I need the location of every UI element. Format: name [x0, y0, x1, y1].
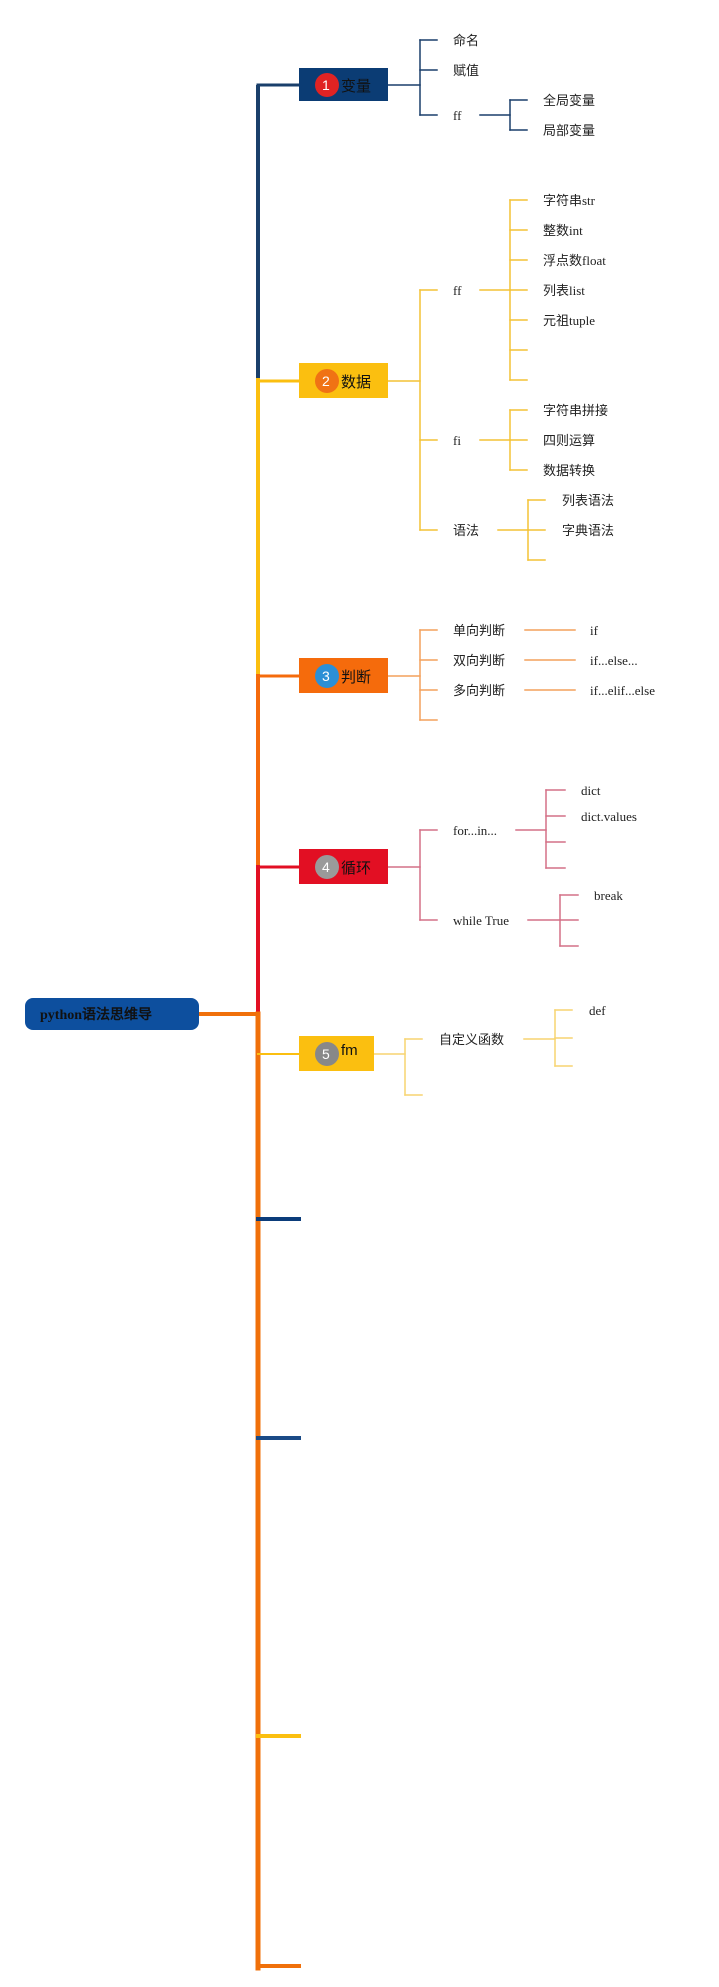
connector-lines	[197, 39, 579, 1971]
branch-box-4[interactable]	[299, 849, 388, 884]
node-if-elif-else[interactable]: if...elif...else	[590, 683, 655, 698]
node-dict[interactable]: dict	[581, 783, 601, 798]
root-node-box[interactable]	[25, 998, 199, 1030]
node-for-in[interactable]: for...in...	[453, 823, 497, 838]
branch-node-2[interactable]: 2 数据	[299, 363, 388, 398]
node-single-if[interactable]: 单向判断	[453, 623, 505, 638]
number-badge-5	[315, 1042, 339, 1066]
number-badge-label-5: 5	[322, 1046, 330, 1062]
node-if[interactable]: if	[590, 623, 599, 638]
number-badge-3	[315, 664, 339, 688]
branch-box-1[interactable]	[299, 68, 388, 101]
node-b1-ff[interactable]: ff	[453, 108, 462, 123]
branch-label-2: 数据	[341, 374, 371, 391]
branch-box-2[interactable]	[299, 363, 388, 398]
branch-node-5[interactable]: 5 fm	[299, 1036, 374, 1071]
node-double-if[interactable]: 双向判断	[453, 653, 505, 668]
node-string-concat[interactable]: 字符串拼接	[543, 403, 608, 418]
branch-label-4: 循环	[341, 860, 371, 877]
node-multi-if[interactable]: 多向判断	[453, 683, 505, 698]
node-string-str[interactable]: 字符串str	[543, 193, 596, 208]
branch-node-3[interactable]: 3 判断	[299, 658, 388, 693]
node-float[interactable]: 浮点数float	[543, 253, 606, 268]
node-custom-function[interactable]: 自定义函数	[439, 1032, 504, 1047]
number-badge-4	[315, 855, 339, 879]
branch-label-5: fm	[341, 1042, 358, 1059]
node-type-conversion[interactable]: 数据转换	[543, 463, 595, 478]
node-dict-syntax[interactable]: 字典语法	[562, 523, 614, 538]
node-while-true[interactable]: while True	[453, 913, 509, 928]
node-def[interactable]: def	[589, 1003, 606, 1018]
branch-label-3: 判断	[341, 669, 371, 686]
node-arithmetic[interactable]: 四则运算	[543, 433, 595, 448]
root-node-label: python语法思维导	[40, 1006, 152, 1023]
node-if-else[interactable]: if...else...	[590, 653, 638, 668]
node-break[interactable]: break	[594, 888, 623, 903]
branch-node-1[interactable]: 1 变量	[299, 68, 388, 101]
node-list-syntax[interactable]: 列表语法	[562, 493, 614, 508]
branch-label-1: 变量	[341, 78, 371, 95]
number-badge-1	[315, 73, 339, 97]
node-integer-int[interactable]: 整数int	[543, 223, 583, 238]
node-naming[interactable]: 命名	[453, 33, 479, 48]
node-b2-fi[interactable]: fi	[453, 433, 461, 448]
number-badge-label-3: 3	[322, 668, 330, 684]
node-b2-ff[interactable]: ff	[453, 283, 462, 298]
node-tuple[interactable]: 元祖tuple	[543, 313, 595, 328]
node-global-variable[interactable]: 全局变量	[543, 93, 595, 108]
number-badge-2	[315, 369, 339, 393]
number-badge-label-1: 1	[322, 77, 330, 93]
node-assignment[interactable]: 赋值	[453, 63, 479, 78]
branch-box-3[interactable]	[299, 658, 388, 693]
node-dict-values[interactable]: dict.values	[581, 809, 637, 824]
node-list[interactable]: 列表list	[543, 283, 585, 298]
empty-branch-stubs	[256, 1217, 301, 1968]
number-badge-label-4: 4	[322, 859, 330, 875]
number-badge-label-2: 2	[322, 373, 330, 389]
node-local-variable[interactable]: 局部变量	[543, 123, 595, 138]
branch-node-4[interactable]: 4 循环	[299, 849, 388, 884]
root-node[interactable]: python语法思维导	[25, 998, 199, 1030]
node-syntax[interactable]: 语法	[453, 523, 479, 538]
